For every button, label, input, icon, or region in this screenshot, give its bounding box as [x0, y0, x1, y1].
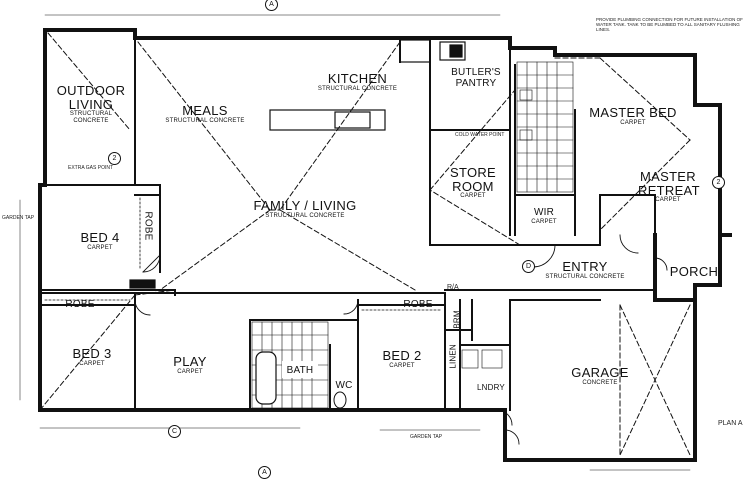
room-play: PLAY CARPET: [160, 355, 220, 375]
room-finish: CARPET: [531, 218, 557, 225]
room-finish: CARPET: [79, 360, 105, 367]
outer-walls: [38, 28, 732, 462]
room-name: BUTLER'S PANTRY: [451, 67, 501, 89]
room-name: BED 3: [72, 346, 112, 361]
room-name: PORCH: [669, 264, 719, 279]
note-cold-water: COLD WATER POINT: [455, 132, 505, 138]
room-finish: STRUCTURAL CONCRETE: [165, 117, 245, 124]
room-finish: STRUCTURAL CONCRETE: [265, 212, 345, 219]
room-outdoor-living: OUTDOOR LIVING STRUCTURAL CONCRETE: [52, 84, 130, 124]
kitchen-joinery: [129, 39, 466, 289]
room-name: PLAY: [173, 354, 207, 369]
section-mark-top: A: [265, 0, 278, 11]
grid-mark-left: 2: [108, 152, 121, 165]
room-family-living: FAMILY / LIVING STRUCTURAL CONCRETE: [240, 199, 370, 219]
room-name: BED 4: [80, 230, 120, 245]
room-finish: CARPET: [620, 119, 646, 126]
room-garage: GARAGE CONCRETE: [560, 366, 640, 386]
room-name: WIR: [533, 207, 555, 218]
room-lndry: LNDRY: [473, 378, 509, 395]
room-linen: LINEN: [444, 341, 461, 371]
room-finish: STRUCTURAL CONCRETE: [69, 111, 113, 124]
room-store-room: STORE ROOM CARPET: [445, 166, 501, 200]
room-name: BRM: [452, 310, 462, 329]
room-name: KITCHEN: [327, 71, 388, 86]
room-finish: CARPET: [389, 362, 415, 369]
ensuite-tiles: [516, 61, 574, 193]
door-swings: [134, 234, 668, 445]
section-mark-bottom: A: [258, 466, 271, 479]
room-robe-bed2: ROBE: [400, 295, 436, 312]
note-garden-tap-bottom: GARDEN TAP: [410, 434, 443, 440]
grid-mark-mid: D: [522, 260, 535, 273]
room-wc: WC: [332, 376, 356, 393]
room-name: MASTER BED: [589, 105, 677, 120]
room-name: ENTRY: [562, 259, 608, 274]
room-meals: MEALS STRUCTURAL CONCRETE: [160, 104, 250, 124]
grid-mark-right: 2: [712, 176, 725, 189]
room-finish: CARPET: [460, 193, 486, 200]
room-finish: CARPET: [655, 197, 681, 204]
room-name: ROBE: [403, 299, 433, 310]
top-note: PROVIDE PLUMBING CONNECTION FOR FUTURE I…: [596, 17, 743, 32]
room-name: ROBE: [65, 299, 95, 310]
room-robe-bed3: ROBE: [60, 295, 100, 312]
room-name: OUTDOOR LIVING: [56, 83, 126, 112]
room-name: MEALS: [182, 103, 228, 118]
roof-hip-lines: [39, 32, 691, 456]
room-kitchen: KITCHEN STRUCTURAL CONCRETE: [310, 72, 405, 92]
room-name: MASTER RETREAT: [638, 169, 700, 198]
room-finish: CONCRETE: [582, 379, 618, 386]
room-robe-bed4: ROBE: [141, 211, 158, 240]
room-finish: CARPET: [87, 244, 113, 251]
room-name: BATH: [286, 365, 314, 376]
room-finish: STRUCTURAL CONCRETE: [317, 85, 398, 92]
room-butlers-pantry: BUTLER'S PANTRY: [448, 67, 504, 89]
bath-tiles: [251, 321, 503, 409]
room-name: ROBE: [142, 211, 154, 241]
note-extra-gas: EXTRA GAS POINT: [68, 165, 114, 171]
grid-mark-lower: C: [168, 425, 181, 438]
room-porch: PORCH: [664, 264, 724, 281]
note-ra: R/A: [447, 284, 459, 291]
room-name: FAMILY / LIVING: [253, 198, 357, 213]
room-master-bed: MASTER BED CARPET: [588, 106, 678, 126]
note-plan-label: PLAN A: [718, 420, 743, 427]
room-finish: STRUCTURAL CONCRETE: [545, 273, 625, 280]
room-name: GARAGE: [571, 365, 629, 380]
room-master-retreat: MASTER RETREAT CARPET: [638, 169, 700, 204]
room-bed3: BED 3 CARPET: [62, 347, 122, 367]
room-entry: ENTRY STRUCTURAL CONCRETE: [540, 260, 630, 280]
note-garden-tap-left: GARDEN TAP: [2, 215, 35, 221]
room-name: WC: [335, 380, 353, 391]
room-wir: WIR CARPET: [527, 207, 561, 225]
room-name: LNDRY: [477, 383, 505, 392]
room-bath: BATH: [282, 361, 318, 378]
room-name: LINEN: [448, 344, 458, 369]
room-name: BED 2: [382, 348, 422, 363]
robe-doors: [44, 197, 441, 311]
room-bed4: BED 4 CARPET: [70, 231, 130, 251]
interior-walls: [39, 37, 656, 411]
room-brm: BRM: [448, 307, 465, 331]
room-finish: CARPET: [177, 368, 203, 375]
room-name: STORE ROOM: [449, 165, 497, 194]
room-bed2: BED 2 CARPET: [372, 349, 432, 369]
